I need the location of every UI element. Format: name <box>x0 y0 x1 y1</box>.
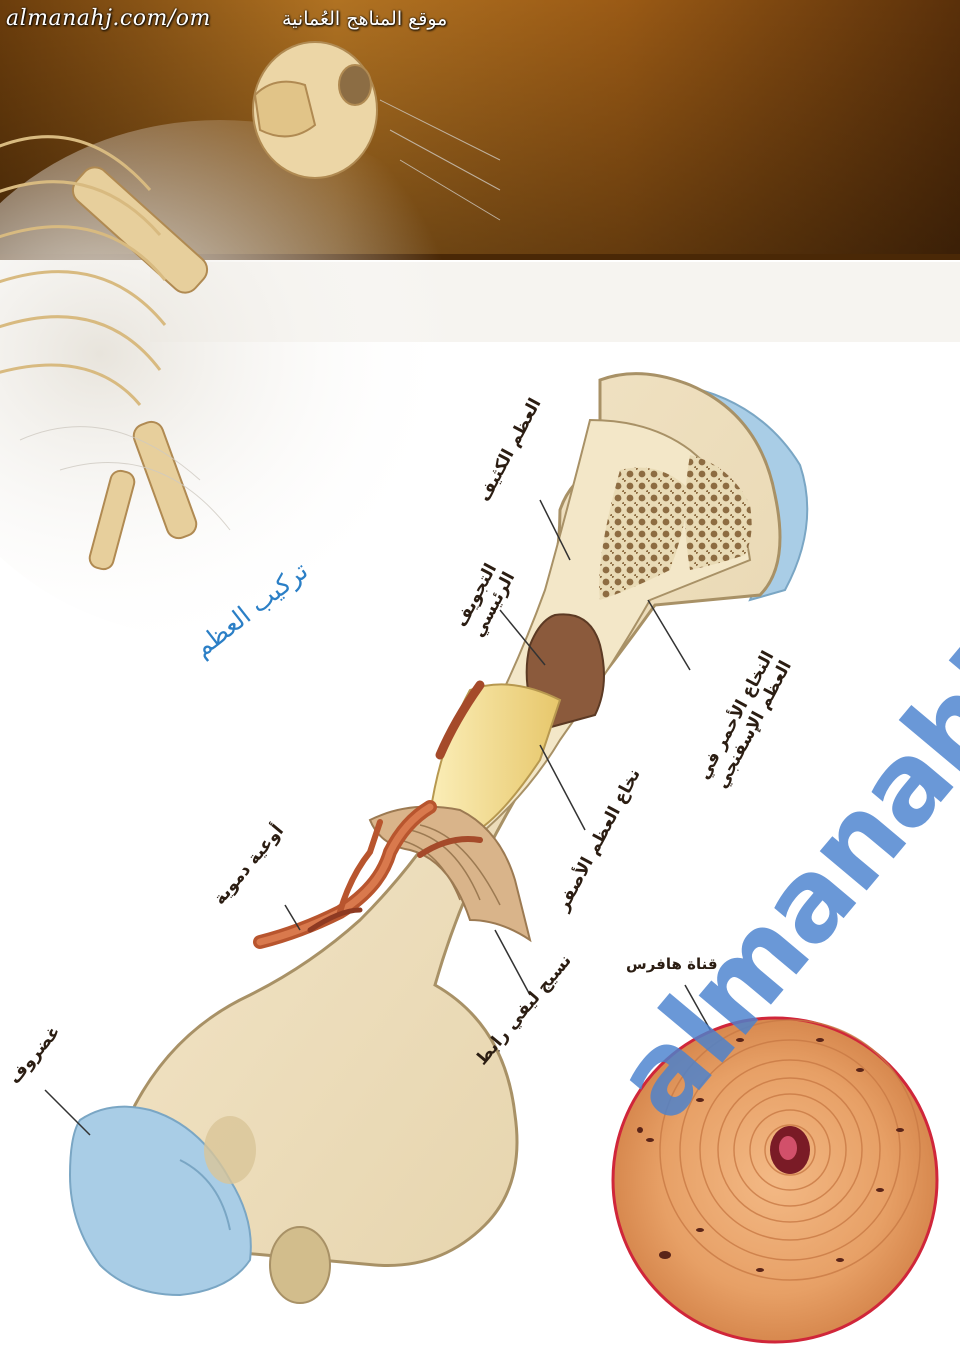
site-url[interactable]: almanahj.com/om <box>6 6 211 31</box>
site-name: موقع المناهج العُمانية <box>282 8 447 30</box>
